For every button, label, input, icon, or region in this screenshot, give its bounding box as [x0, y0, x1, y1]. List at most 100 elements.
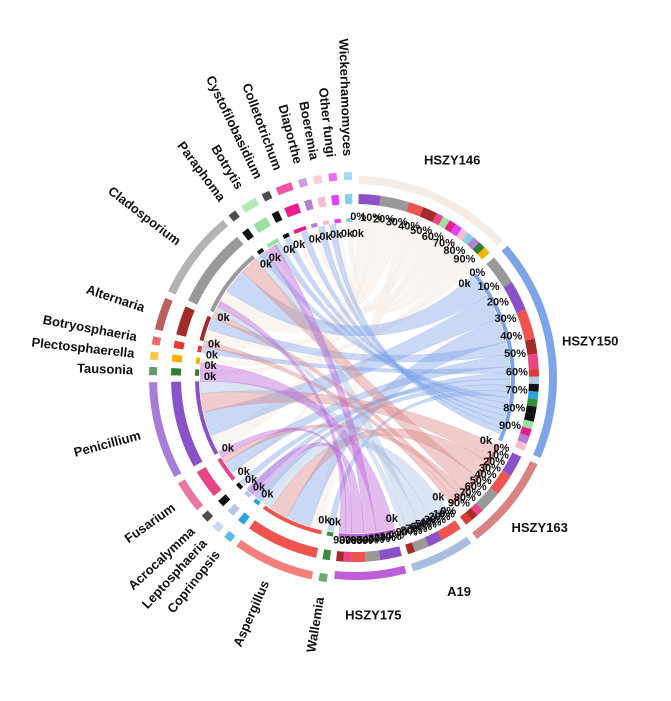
percent-tick-label: 80%: [339, 535, 361, 547]
zero-tick-label: 0k: [341, 228, 354, 240]
taxon-label: Alternaria: [84, 282, 147, 316]
segment-main-ring: [173, 340, 185, 350]
segment-outer-ring: [501, 245, 557, 458]
segment-outer-ring: [298, 177, 308, 188]
segment-inner-ring: [195, 357, 201, 365]
segment-outer-ring: [236, 539, 314, 580]
segment-main-ring: [304, 199, 314, 211]
percent-tick-label: 70%: [459, 487, 481, 499]
chord-link: [199, 362, 395, 532]
percent-tick-label: 30%: [386, 216, 408, 228]
segment-inner-ring: [310, 222, 318, 229]
zero-tick-label: 0k: [208, 339, 221, 351]
segment-composition-band: [528, 376, 539, 385]
segment-composition-band: [516, 309, 535, 341]
chord-link: [241, 258, 476, 490]
segment-composition-band: [467, 237, 480, 250]
percent-tick-label: 0%: [388, 530, 404, 542]
percent-tick-label: 90%: [453, 253, 475, 265]
percent-tick-label: 70%: [405, 523, 427, 535]
segment-composition-band: [456, 228, 468, 241]
segment-outer-ring: [328, 172, 338, 182]
segment-inner-ring: [322, 220, 330, 226]
percent-tick-label: 40%: [398, 220, 420, 232]
segment-inner-ring: [256, 247, 265, 255]
chord-link: [217, 300, 347, 533]
zero-tick-label: 0k: [261, 489, 274, 501]
taxon-label: Fusarium: [122, 500, 178, 546]
segment-outer-ring: [318, 572, 328, 583]
segment-composition-band: [444, 220, 456, 233]
percent-tick-label: 20%: [487, 297, 509, 309]
sample-label: HSZY175: [345, 607, 401, 622]
percent-tick-label: 90%: [499, 420, 521, 432]
segment-inner-ring: [282, 232, 290, 239]
segment-composition-band: [502, 452, 522, 477]
percent-tick-label: 30%: [424, 514, 446, 526]
segment-inner-ring: [266, 238, 280, 248]
chord-link: [226, 271, 488, 337]
segment-composition-band: [461, 232, 474, 246]
percent-tick-label: 80%: [503, 402, 525, 414]
percent-tick-label: 10%: [360, 212, 382, 224]
segment-main-ring: [253, 217, 271, 233]
segment-main-ring: [317, 196, 327, 208]
segment-inner-ring: [244, 490, 252, 498]
percent-tick-label: 70%: [433, 238, 455, 250]
segment-composition-band: [364, 550, 381, 562]
zero-tick-label: 0k: [283, 244, 296, 256]
percent-tick-label: 80%: [443, 245, 465, 257]
chord-link: [327, 390, 510, 532]
percent-tick-label: 30%: [479, 463, 501, 475]
segment-main-ring: [249, 520, 319, 558]
percent-tick-label: 60%: [422, 231, 444, 243]
segment-main-ring: [242, 228, 254, 241]
segment-outer-ring: [149, 351, 159, 361]
segment-main-ring: [171, 354, 183, 363]
percent-tick-label: 20%: [429, 511, 451, 523]
segment-composition-band: [450, 224, 463, 237]
segment-inner-ring: [195, 381, 219, 455]
percent-tick-label: 10%: [380, 531, 402, 543]
chord-links: [199, 222, 511, 534]
segment-composition-band: [527, 353, 539, 370]
segment-main-ring: [344, 194, 353, 205]
segment-composition-band: [517, 433, 530, 444]
chord-link: [286, 318, 507, 527]
segment-composition-band: [379, 195, 410, 212]
segment-composition-band: [470, 503, 483, 516]
zero-tick-label: 0k: [269, 252, 282, 264]
segment-inner-ring: [209, 255, 256, 313]
segment-main-ring: [176, 306, 195, 337]
zero-tick-label: 0k: [253, 482, 266, 494]
taxon-label: Tausonia: [77, 361, 134, 378]
segment-composition-band: [378, 546, 402, 561]
segment-composition-band: [460, 512, 472, 525]
segment-outer-ring: [201, 510, 214, 522]
percent-tick-label: 10%: [477, 281, 499, 293]
segment-composition-band: [406, 202, 424, 217]
taxon-label: Aspergillus: [230, 578, 272, 649]
segment-outer-ring: [275, 182, 294, 196]
segment-inner-ring: [199, 315, 212, 342]
segment-composition-band: [523, 412, 536, 422]
percent-tick-label: 80%: [454, 492, 476, 504]
segment-composition-band: [438, 216, 450, 229]
percent-tick-label: 50%: [470, 475, 492, 487]
percent-tick-label: 60%: [410, 521, 432, 533]
segment-outer-ring: [241, 197, 260, 213]
taxon-label: Cladosporium: [105, 183, 183, 248]
zero-tick-label: 0k: [386, 513, 399, 525]
percent-tick-label: 50%: [410, 225, 432, 237]
segment-outer-ring: [151, 336, 162, 346]
zero-tick-label: 0k: [352, 228, 365, 240]
zero-tick-label: 0k: [217, 312, 230, 324]
percent-tick-label: 0%: [469, 267, 485, 279]
segment-inner-ring: [262, 505, 323, 535]
percent-tick-label: 50%: [415, 519, 437, 531]
percent-tick-label: 90%: [448, 497, 470, 509]
percent-tick-label: 60%: [506, 366, 528, 378]
segment-outer-ring: [154, 297, 173, 332]
percent-tick-label: 0%: [350, 211, 366, 223]
percent-tick-label: 40%: [474, 469, 496, 481]
